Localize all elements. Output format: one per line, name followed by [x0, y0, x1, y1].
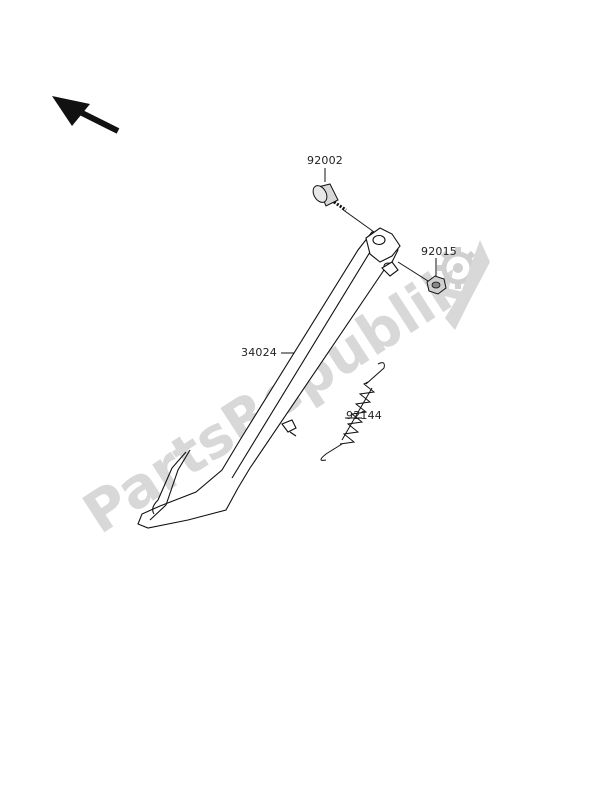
- stand-foot-rib-inner: [152, 451, 187, 515]
- part-number-label: 92144: [346, 409, 382, 422]
- pivot-hole: [372, 234, 386, 246]
- spring-bottom-hook: [320, 443, 343, 461]
- spring-peg: [281, 419, 297, 433]
- part-number-label: 92002: [307, 154, 343, 167]
- stand-leg: [137, 231, 399, 529]
- arrow-up-left-icon: [52, 96, 120, 134]
- part-number-label: 34024: [241, 346, 277, 359]
- spring-coils: [339, 381, 376, 445]
- spring-92144: [320, 362, 385, 461]
- stand-leg-edge: [231, 251, 371, 479]
- spring-peg-pin: [289, 431, 297, 437]
- spring-tab: [381, 261, 399, 277]
- leader-92015-axis: [397, 261, 429, 282]
- stand-foot-rib: [149, 449, 191, 521]
- watermark-swoosh: [445, 240, 490, 330]
- spring-top-hook: [365, 362, 385, 385]
- nut-92015: [426, 275, 447, 295]
- spring-body-line: [341, 387, 373, 441]
- side-stand-34024: [137, 227, 401, 529]
- bolt-92002: [312, 183, 347, 212]
- part-number-label: 92015: [421, 245, 457, 258]
